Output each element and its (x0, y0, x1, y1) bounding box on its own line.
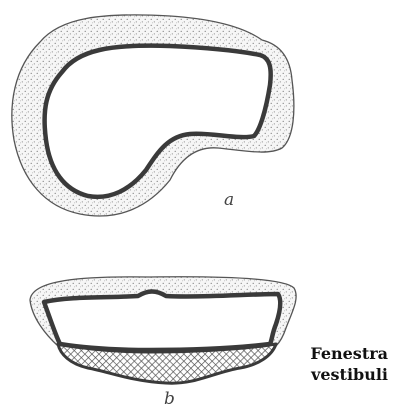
panel-a-drawing (12, 15, 294, 216)
annotation-line-1: Fenestra (290, 343, 388, 364)
panel-b-label: b (164, 389, 175, 408)
panel-b-drawing (30, 277, 296, 383)
panel-b-inner-contour (44, 292, 280, 351)
panel-a-label: a (224, 190, 234, 210)
annotation-line-2: vestibuli (290, 364, 388, 385)
fenestra-vestibuli-annotation: Fenestra vestibuli (290, 343, 394, 385)
